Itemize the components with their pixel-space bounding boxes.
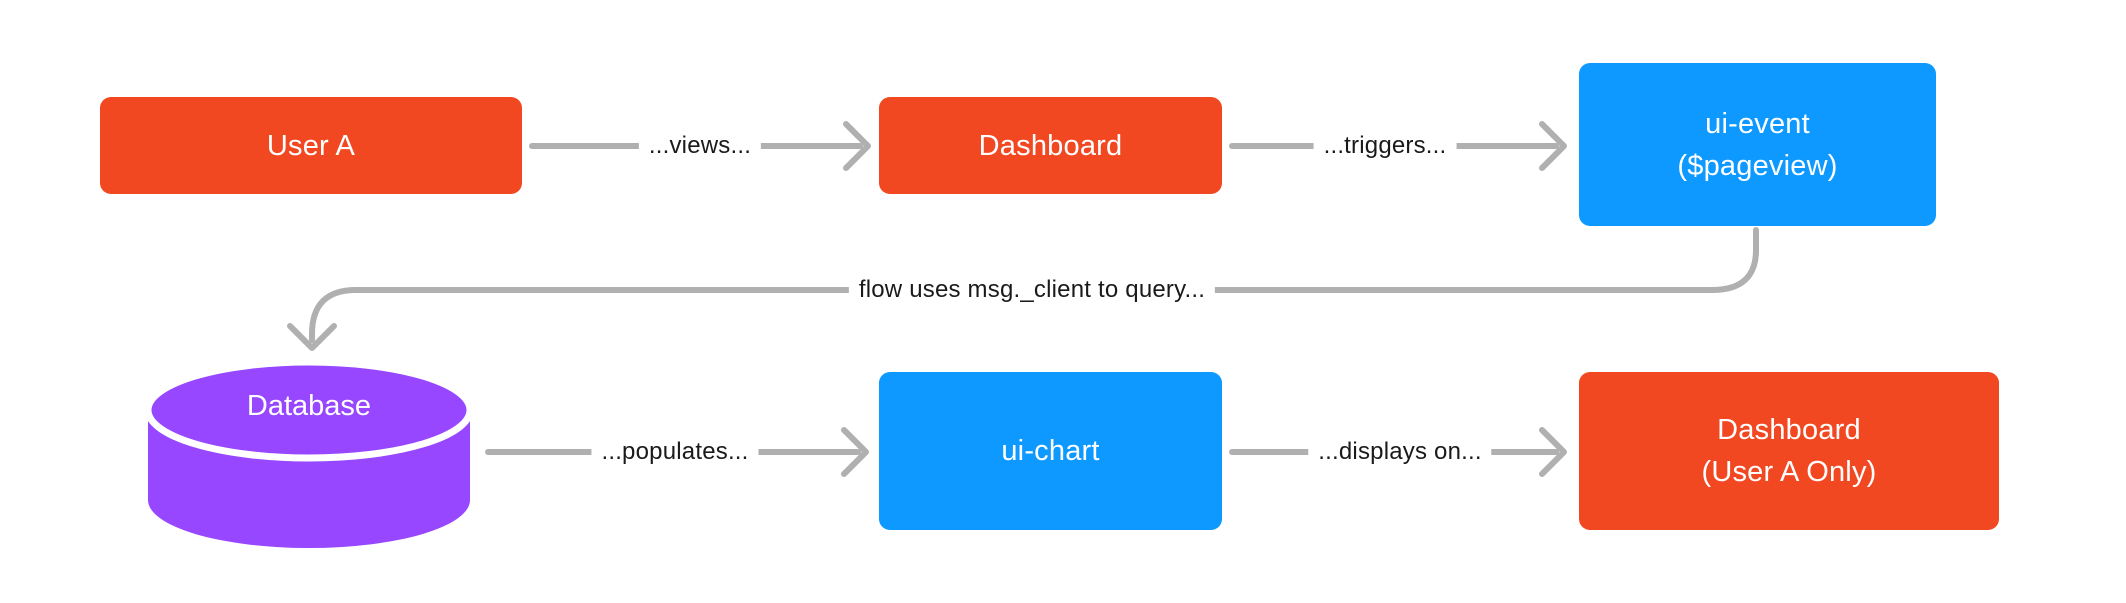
edge-label-query[interactable]: flow uses msg._client to query... xyxy=(848,274,1216,306)
node-dashboard-label: Dashboard xyxy=(978,129,1123,162)
node-ui-chart[interactable]: ui-chart xyxy=(879,372,1222,530)
edge-label-triggers[interactable]: ...triggers... xyxy=(1313,130,1457,162)
edge-label-populates[interactable]: ...populates... xyxy=(591,436,759,468)
node-dashboard-user-a-only-label-line2: (User A Only) xyxy=(1701,456,1877,488)
node-user-a-label: User A xyxy=(266,129,356,162)
node-database-cylinder[interactable] xyxy=(144,358,474,548)
database-cylinder-top[interactable] xyxy=(144,358,474,462)
connector-views-arrowhead-icon xyxy=(843,121,871,171)
node-dashboard[interactable]: Dashboard xyxy=(879,97,1222,194)
connector-displays-arrowhead-icon xyxy=(1539,427,1567,477)
node-user-a[interactable]: User A xyxy=(100,97,522,194)
edge-label-views[interactable]: ...views... xyxy=(638,130,762,162)
node-ui-chart-label: ui-chart xyxy=(1001,435,1100,467)
node-dashboard-user-a-only-label-line1: Dashboard xyxy=(1717,414,1861,446)
edge-label-displays[interactable]: ...displays on... xyxy=(1308,436,1492,468)
node-dashboard-user-a-only[interactable]: Dashboard (User A Only) xyxy=(1579,372,1999,530)
node-ui-event[interactable]: ui-event ($pageview) xyxy=(1579,63,1936,226)
node-database-label: Database xyxy=(246,389,372,422)
database-cylinder-body[interactable] xyxy=(148,410,470,548)
connector-populates-arrowhead-icon xyxy=(841,427,869,477)
node-ui-event-label-line2: ($pageview) xyxy=(1677,149,1838,182)
connector-query-arrowhead-icon xyxy=(287,323,337,351)
node-ui-event-label-line1: ui-event xyxy=(1705,107,1810,140)
connector-triggers-arrowhead-icon xyxy=(1539,121,1567,171)
